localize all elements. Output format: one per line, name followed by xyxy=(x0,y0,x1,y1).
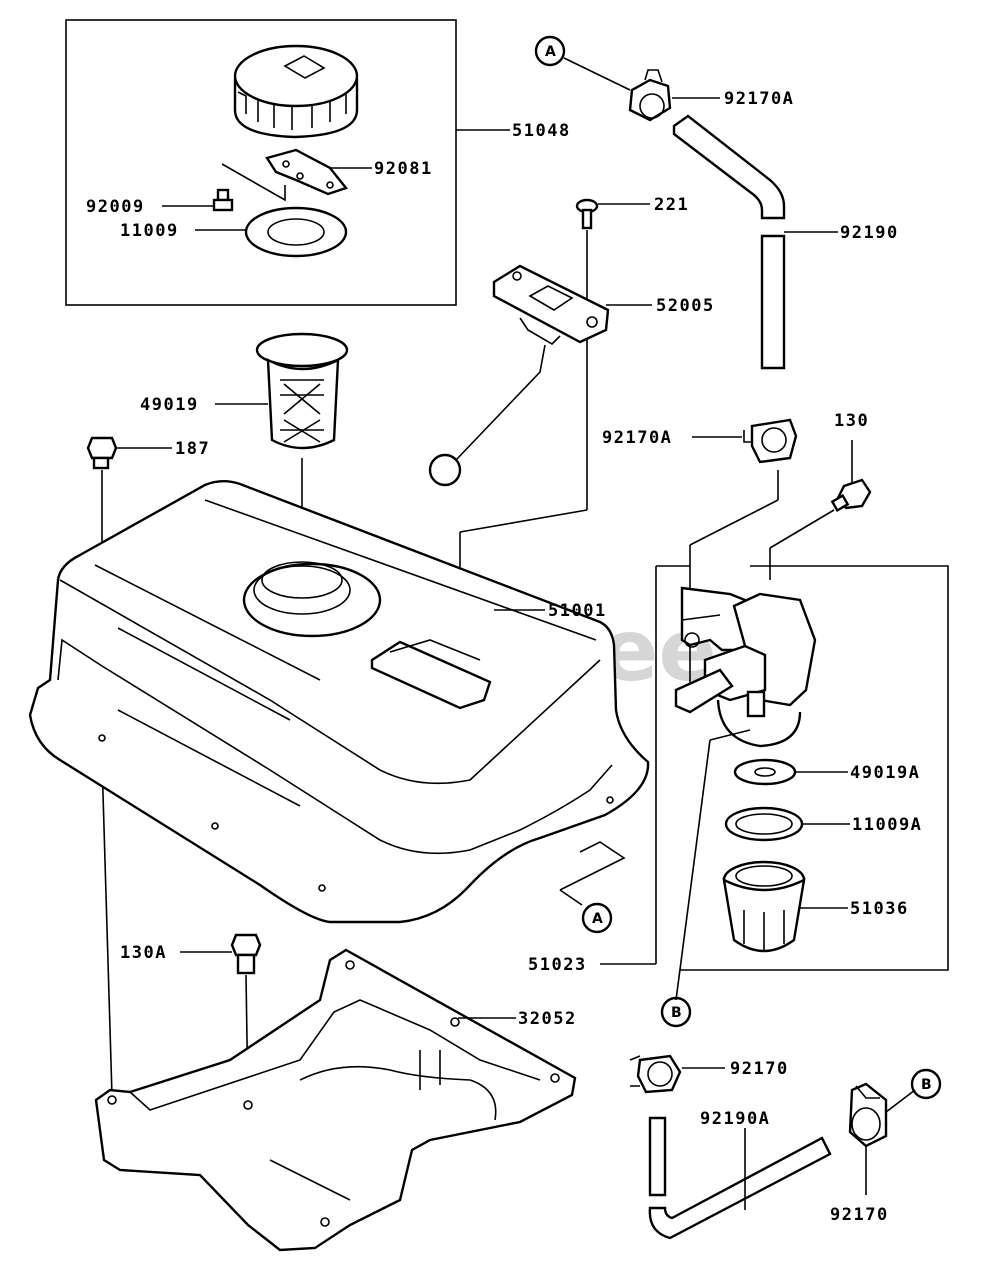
gasket-11009[interactable] xyxy=(244,206,348,258)
bolt-130A[interactable] xyxy=(230,933,262,975)
label-51036: 51036 xyxy=(850,899,909,919)
callout-a-lower xyxy=(581,902,613,934)
cap-plate[interactable] xyxy=(265,148,349,196)
chain xyxy=(221,163,286,202)
base-plate-32052[interactable] xyxy=(94,948,577,1252)
callout-a-top xyxy=(534,35,566,67)
label-92009: 92009 xyxy=(86,197,145,217)
label-221: 221 xyxy=(654,195,689,215)
label-92081: 92081 xyxy=(374,159,433,179)
svg-text:B: B xyxy=(921,1077,932,1093)
bowl-51036[interactable] xyxy=(722,860,806,953)
label-11009: 11009 xyxy=(120,221,179,241)
assembly-box-51023 xyxy=(655,565,949,971)
label-51048: 51048 xyxy=(512,121,571,141)
label-11009A: 11009A xyxy=(852,815,922,835)
bracket-a-mark xyxy=(559,841,626,891)
label-187: 187 xyxy=(175,439,210,459)
label-92170A-mid: 92170A xyxy=(602,428,672,448)
bolt-187[interactable] xyxy=(86,436,118,470)
label-92170-lower: 92170 xyxy=(730,1059,789,1079)
fuel-cock[interactable] xyxy=(674,586,817,748)
callout-b-mid xyxy=(660,996,692,1028)
label-130: 130 xyxy=(834,411,869,431)
label-51023: 51023 xyxy=(528,955,587,975)
bolt-130[interactable] xyxy=(830,478,872,512)
svg-text:A: A xyxy=(592,911,603,927)
fuel-cap[interactable] xyxy=(233,44,359,139)
label-51001: 51001 xyxy=(548,601,607,621)
clamp-92170A-mid[interactable] xyxy=(743,418,798,464)
screw-92009[interactable] xyxy=(212,188,234,212)
label-49019: 49019 xyxy=(140,395,199,415)
filter-49019A[interactable] xyxy=(733,758,797,786)
gasket-11009A[interactable] xyxy=(724,806,804,842)
label-92170A-top: 92170A xyxy=(724,89,794,109)
callout-b-right xyxy=(910,1068,942,1100)
filter-49019[interactable] xyxy=(255,332,349,450)
label-32052: 32052 xyxy=(518,1009,577,1029)
screw-221[interactable] xyxy=(575,198,599,230)
float-sender-52005[interactable] xyxy=(428,264,610,487)
label-52005: 52005 xyxy=(656,296,715,316)
svg-text:B: B xyxy=(671,1005,682,1021)
label-92190: 92190 xyxy=(840,223,899,243)
hose-92190A[interactable] xyxy=(648,1116,832,1240)
hose-92190[interactable] xyxy=(672,114,786,370)
clamp-92170-lower[interactable] xyxy=(629,1054,682,1094)
svg-text:A: A xyxy=(545,44,556,60)
fuel-tank-51001[interactable] xyxy=(28,480,650,924)
clamp-92170A-top[interactable] xyxy=(628,69,672,122)
label-130A: 130A xyxy=(120,943,167,963)
clamp-92170-right[interactable] xyxy=(848,1082,888,1148)
label-92170-right: 92170 xyxy=(830,1205,889,1225)
label-92190A: 92190A xyxy=(700,1109,770,1129)
kit-box-51048 xyxy=(65,19,457,306)
label-49019A: 49019A xyxy=(850,763,920,783)
